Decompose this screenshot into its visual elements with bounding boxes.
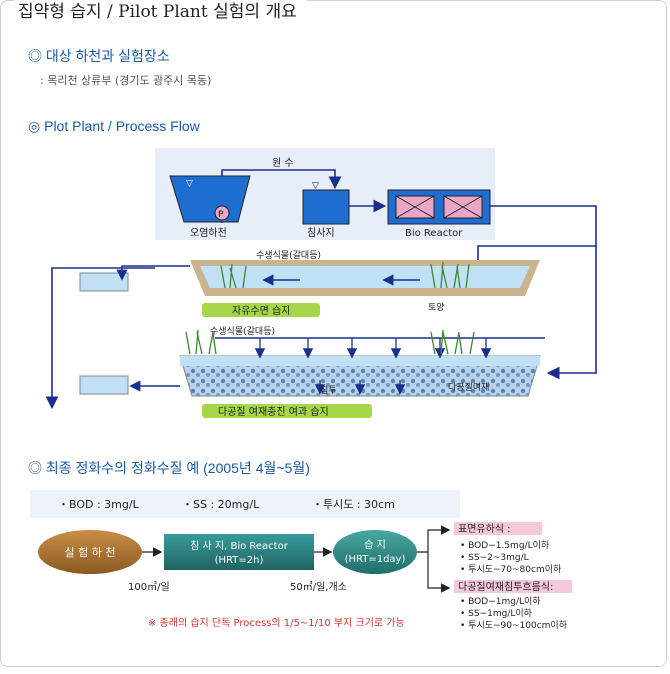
reeds-1 (220, 261, 470, 289)
river-node (38, 530, 142, 574)
sedimentation-tank (302, 189, 350, 225)
section-heading-quality: ◎ 최종 정화수의 정화수질 예 (2005년 4월~5월) (28, 460, 310, 476)
wetland-node (333, 530, 417, 574)
flow-rate-1: 100㎥/일 (128, 580, 170, 593)
reactor-node (164, 534, 314, 570)
outflow-to-wetland2 (546, 246, 597, 380)
pump-icon (214, 205, 230, 221)
river-node-label: 실 험 하 천 (65, 545, 116, 559)
outlet-tank-1 (79, 272, 129, 292)
surface-ss: • SS−2~3mg/L (460, 553, 529, 563)
wetland-node-hrt: (HRT=1day) (345, 554, 406, 565)
wetland2-label: 다공질 여재충진 여과 습지 (218, 406, 329, 418)
porous-flow-title: 다공질여재침투흐름식: (458, 581, 553, 593)
porous-flow-badge (454, 580, 572, 593)
footnote: ※ 종래의 습지 단독 Process의 1/5~1/10 부지 크기로 가능 (148, 617, 405, 629)
raw-water-label: 원 수 (272, 157, 294, 169)
porous-transparency: • 투시도−90~100cm이하 (460, 620, 568, 631)
bio-reactor-label: Bio Reactor (405, 228, 463, 239)
reactor-node-label: 침 사 지, Bio Reactor (190, 540, 289, 552)
surface-flow-badge (454, 522, 542, 535)
wetland1-badge (202, 303, 320, 317)
surface-bod: • BOD−1.5mg/L이하 (460, 540, 550, 551)
param-ss: ・SS : 20mg/L (182, 498, 260, 511)
wetland1-water (200, 266, 530, 288)
quality-flow-diagram: ・BOD : 3mg/L ・SS : 20mg/L ・투시도 : 30cm 실 … (30, 490, 572, 631)
pump-label: P (218, 210, 224, 220)
wetland-node-label: 습 지 (364, 539, 386, 551)
wetland1-label: 자유수면 습지 (232, 305, 290, 317)
surface-flow-title: 표면유하식 : (458, 522, 511, 535)
porous-ss: • SS−1mg/L이하 (460, 608, 533, 619)
reeds-2 (185, 329, 475, 355)
polluted-river-label: 오염하천 (190, 226, 227, 239)
soil-label: 토양 (428, 302, 445, 313)
process-flow-diagram: 원 수 ▽ P 오염하천 ▽ 침사지 Bio Reactor 수생식물(갈대등)… (45, 148, 597, 418)
page-title: 집약형 습지 / Pilot Plant 실험의 개요 (18, 2, 297, 22)
infiltration-label: 침투 (320, 385, 337, 396)
porous-bod: • BOD−1mg/L이하 (460, 596, 541, 607)
param-transparency: ・투시도 : 30cm (312, 498, 395, 511)
sedimentation-label: 침사지 (307, 227, 335, 239)
surface-transparency: • 투시도−70~80cm이하 (460, 564, 562, 575)
svg-text:▽: ▽ (312, 181, 319, 191)
title-bar: 집약형 습지 / Pilot Plant 실험의 개요 (14, 0, 307, 26)
plant-label-1: 수생식물(갈대등) (256, 250, 321, 261)
params-bar (30, 490, 460, 518)
flow-rate-2: 50㎥/일,개소 (290, 580, 347, 593)
param-bod: ・BOD : 3mg/L (58, 498, 140, 511)
infiltration-arrows (254, 338, 492, 395)
wetland2-water (180, 356, 540, 366)
porous-media-label: 다공질여재 (448, 381, 489, 393)
plant-label-2: 수생식물(갈대등) (210, 326, 275, 337)
polluted-river-tank (169, 175, 251, 223)
section-heading-target: ◎ 대상 하천과 실험장소 (28, 48, 170, 64)
section-heading-process: ◎ Plot Plant / Process Flow (28, 118, 200, 134)
svg-text:▽: ▽ (186, 179, 193, 189)
wetland2-badge (202, 404, 372, 418)
outlet-tank-2 (79, 375, 129, 395)
reactor-node-hrt: (HRT=2h) (215, 555, 264, 566)
left-return-line (45, 267, 155, 410)
location-text: : 목리천 상류부 (경기도 광주시 목동) (40, 74, 212, 87)
